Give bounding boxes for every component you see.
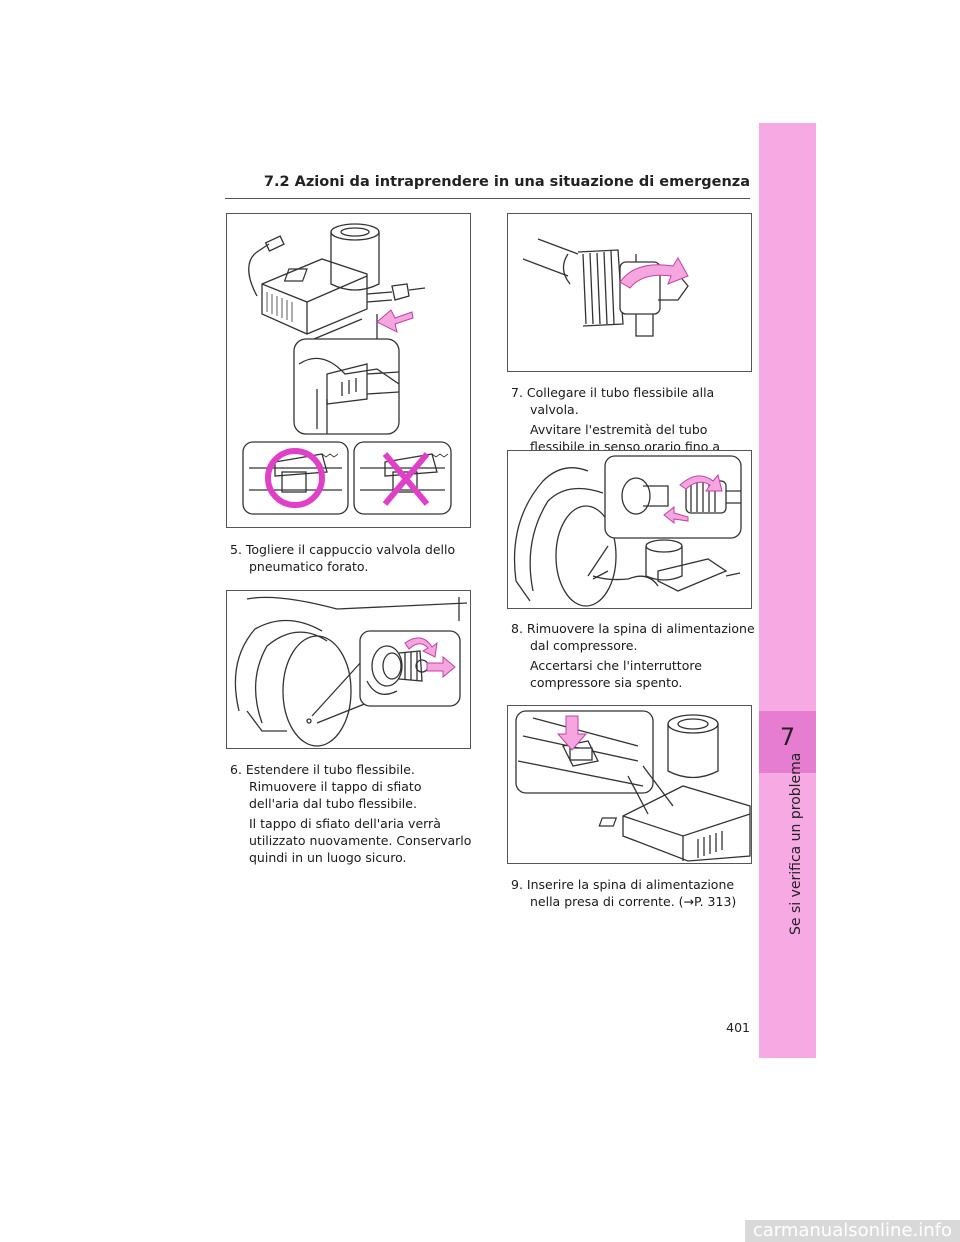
figure-compressor-hose-cap [226, 213, 471, 528]
figure-valve-cap-removal [226, 590, 471, 749]
step-8-text: 8. Rimuovere la spina di alimentazione d… [511, 621, 755, 653]
chapter-title: Se si verifica un problema [788, 752, 804, 935]
chapter-tab [759, 123, 816, 1058]
step-9-text: 9. Inserire la spina di alimentazione ne… [511, 877, 737, 909]
figure-hose-end-rotation [507, 213, 752, 372]
page-number: 401 [726, 1020, 750, 1035]
step-6-text: 6. Estendere il tubo flessibile. Rimuove… [230, 762, 422, 811]
step-9: 9. Inserire la spina di alimentazione ne… [511, 876, 756, 910]
step-8-note: Accertarsi che l'interruttore compressor… [530, 658, 702, 690]
step-5: 5. Togliere il cappuccio valvola dello p… [230, 541, 470, 575]
step-8: 8. Rimuovere la spina di alimentazione d… [511, 620, 756, 691]
step-7-text: 7. Collegare il tubo flessibile alla val… [511, 385, 715, 417]
figure-hose-to-valve [507, 450, 752, 609]
chapter-number-box [759, 711, 816, 773]
step-6: 6. Estendere il tubo flessibile. Rimuove… [230, 761, 475, 866]
section-header: 7.2 Azioni da intraprendere in una situa… [263, 174, 750, 190]
chapter-number: 7 [779, 723, 796, 751]
watermark: carmanualsonline.info [744, 1220, 960, 1242]
step-6-note: Il tappo di sfiato dell'aria verrà utili… [249, 816, 472, 865]
header-rule [225, 198, 750, 199]
step-5-text: 5. Togliere il cappuccio valvola dello p… [230, 542, 456, 574]
figure-compressor-switch [507, 705, 752, 864]
